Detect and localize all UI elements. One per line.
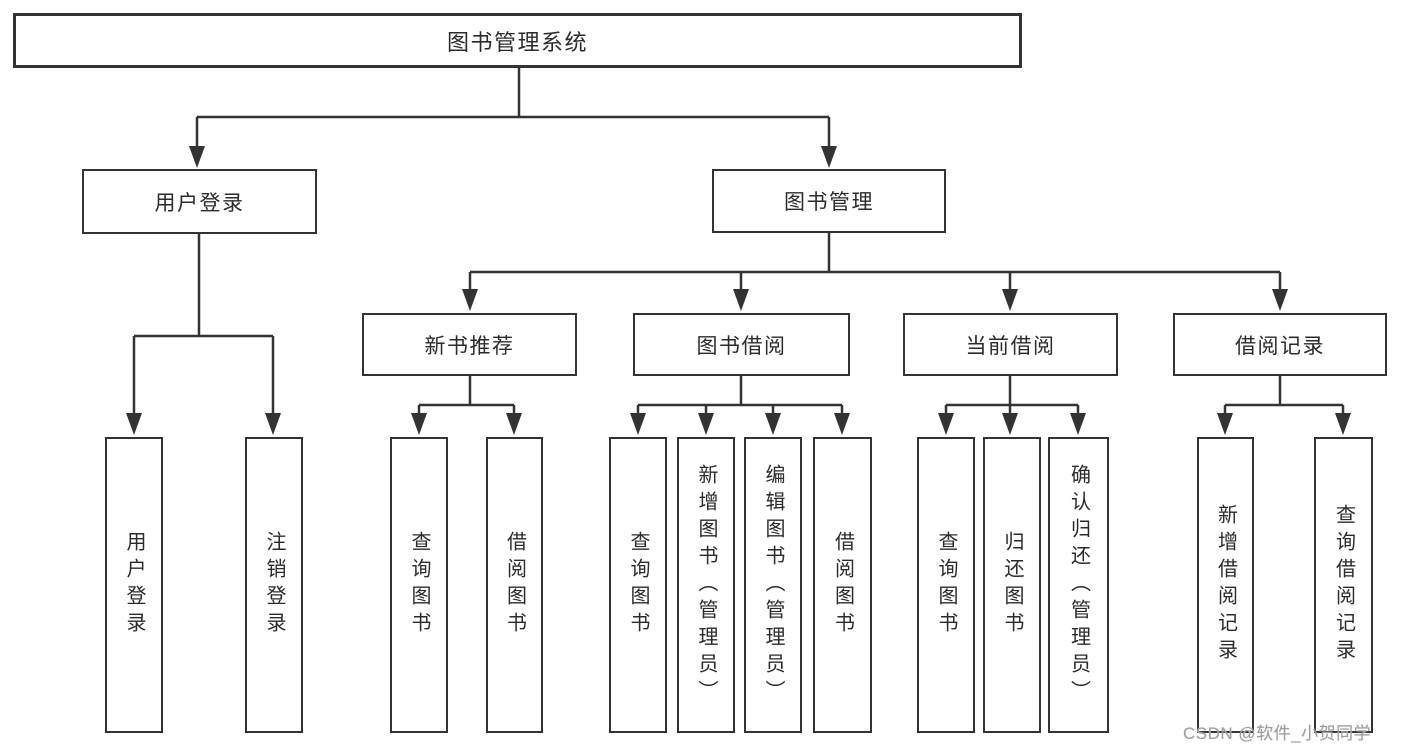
leaf-bb-add-book: 新增图书（管理员） — [677, 437, 735, 733]
leaf-cb-confirm-return-label: 确认归还（管理员） — [1067, 463, 1090, 707]
leaf-bb-query-book-label: 查询图书 — [627, 531, 649, 639]
leaf-bb-edit-book-label: 编辑图书（管理员） — [762, 463, 784, 707]
leaf-cb-confirm-return: 确认归还（管理员） — [1048, 437, 1109, 733]
node-new-book-recommend-label: 新书推荐 — [424, 334, 515, 358]
watermark: CSDN @软件_小贺同学 — [1183, 724, 1372, 743]
node-root-label: 图书管理系统 — [446, 29, 588, 55]
leaf-bb-add-book-label: 新增图书（管理员） — [695, 463, 717, 707]
leaf-nbr-borrow-book: 借阅图书 — [486, 437, 543, 733]
leaf-logout: 注销登录 — [245, 437, 303, 733]
leaf-br-add-record: 新增借阅记录 — [1197, 437, 1254, 733]
leaf-cb-query-book: 查询图书 — [917, 437, 975, 733]
leaf-nbr-query-book: 查询图书 — [390, 437, 448, 733]
leaf-cb-return-book: 归还图书 — [983, 437, 1041, 733]
leaf-logout-label: 注销登录 — [263, 531, 285, 639]
leaf-br-query-record: 查询借阅记录 — [1314, 437, 1373, 733]
node-borrow-records: 借阅记录 — [1173, 313, 1387, 376]
node-book-management: 图书管理 — [712, 169, 946, 233]
node-root: 图书管理系统 — [13, 13, 1022, 68]
leaf-nbr-borrow-book-label: 借阅图书 — [503, 531, 526, 639]
leaf-cb-return-book-label: 归还图书 — [1001, 531, 1023, 639]
leaf-bb-query-book: 查询图书 — [609, 437, 667, 733]
node-book-borrow-label: 图书借阅 — [696, 334, 787, 358]
node-user-login: 用户登录 — [82, 169, 317, 234]
leaf-bb-borrow-book-label: 借阅图书 — [831, 531, 854, 639]
node-new-book-recommend: 新书推荐 — [362, 313, 577, 376]
node-book-borrow: 图书借阅 — [633, 313, 850, 376]
leaf-nbr-query-book-label: 查询图书 — [408, 531, 430, 639]
leaf-user-login-label: 用户登录 — [123, 531, 145, 639]
node-current-borrow-label: 当前借阅 — [965, 334, 1056, 358]
node-current-borrow: 当前借阅 — [903, 313, 1118, 376]
leaf-br-query-record-label: 查询借阅记录 — [1332, 504, 1355, 666]
leaf-cb-query-book-label: 查询图书 — [935, 531, 957, 639]
leaf-bb-edit-book: 编辑图书（管理员） — [744, 437, 802, 733]
node-user-login-label: 用户登录 — [154, 191, 245, 215]
leaf-user-login: 用户登录 — [105, 437, 163, 733]
node-book-management-label: 图书管理 — [784, 191, 874, 214]
leaf-br-add-record-label: 新增借阅记录 — [1214, 504, 1237, 666]
node-borrow-records-label: 借阅记录 — [1235, 334, 1325, 358]
leaf-bb-borrow-book: 借阅图书 — [813, 437, 872, 733]
